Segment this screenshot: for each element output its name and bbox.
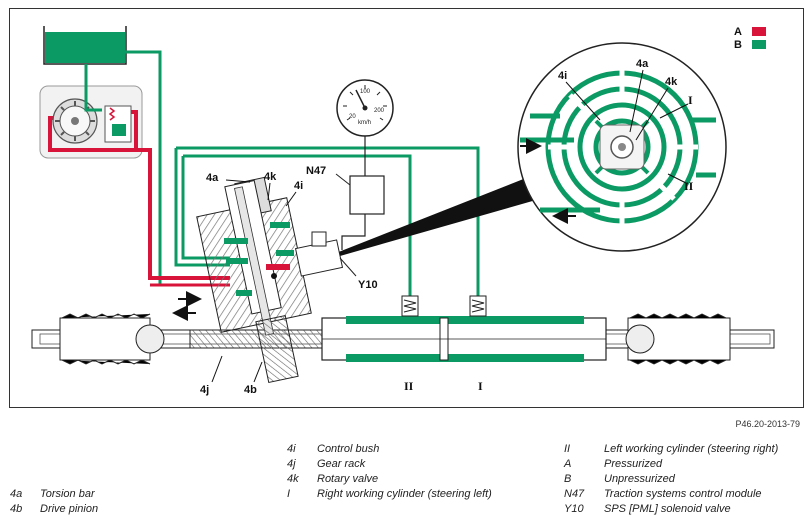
svg-text:4i: 4i [558,70,567,82]
svg-text:20: 20 [349,114,356,120]
svg-text:I: I [478,379,483,393]
svg-text:4j: 4j [200,384,209,396]
component-labels: 4a 4k 4i 4j 4b [200,171,303,396]
key-pressurized-swatch [752,27,766,36]
svg-text:200: 200 [374,108,385,114]
control-module-n47: N47 [306,165,385,250]
svg-text:Y10: Y10 [358,279,378,291]
detail-pointer [298,178,536,268]
svg-text:B: B [734,39,742,51]
oil-reservoir [43,26,127,65]
svg-text:100: 100 [360,89,371,95]
power-steering-pump [39,64,143,159]
steering-diagram: 100 20 200 km/h N47 [31,26,775,396]
svg-text:A: A [734,26,742,38]
svg-text:I: I [688,93,693,107]
svg-text:4b: 4b [244,384,257,396]
pressure-line [136,148,230,280]
svg-text:4a: 4a [206,172,219,184]
svg-text:N47: N47 [306,165,326,177]
speedometer: 100 20 200 km/h [336,79,394,176]
figure-reference: P46.20-2013-79 [735,419,800,429]
svg-text:II: II [404,379,414,393]
svg-text:km/h: km/h [358,120,371,126]
svg-text:4k: 4k [264,171,277,183]
color-key: A B [734,26,766,51]
steering-rack: II I Y10 [31,176,775,393]
svg-text:II: II [684,179,694,193]
svg-text:4k: 4k [665,76,678,88]
key-unpressurized-swatch [752,40,766,49]
svg-text:4a: 4a [636,58,649,70]
svg-text:4i: 4i [294,180,303,192]
rotary-valve-detail: 4i 4a 4k I II [517,42,727,252]
